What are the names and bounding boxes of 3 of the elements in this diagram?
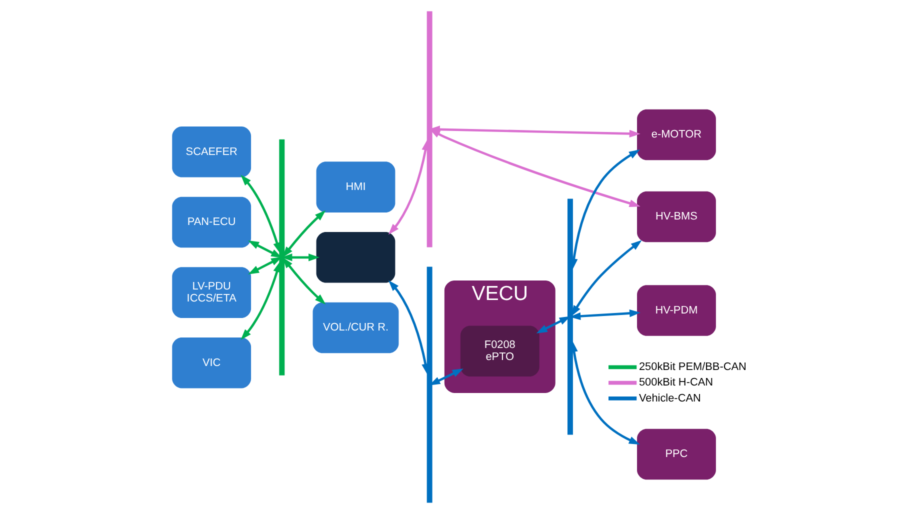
legend-label: 250kBit PEM/BB-CAN: [638, 361, 746, 374]
legend-label: Vehicle-CAN: [638, 392, 700, 404]
legend-label: 500kBit H-CAN: [638, 376, 713, 389]
